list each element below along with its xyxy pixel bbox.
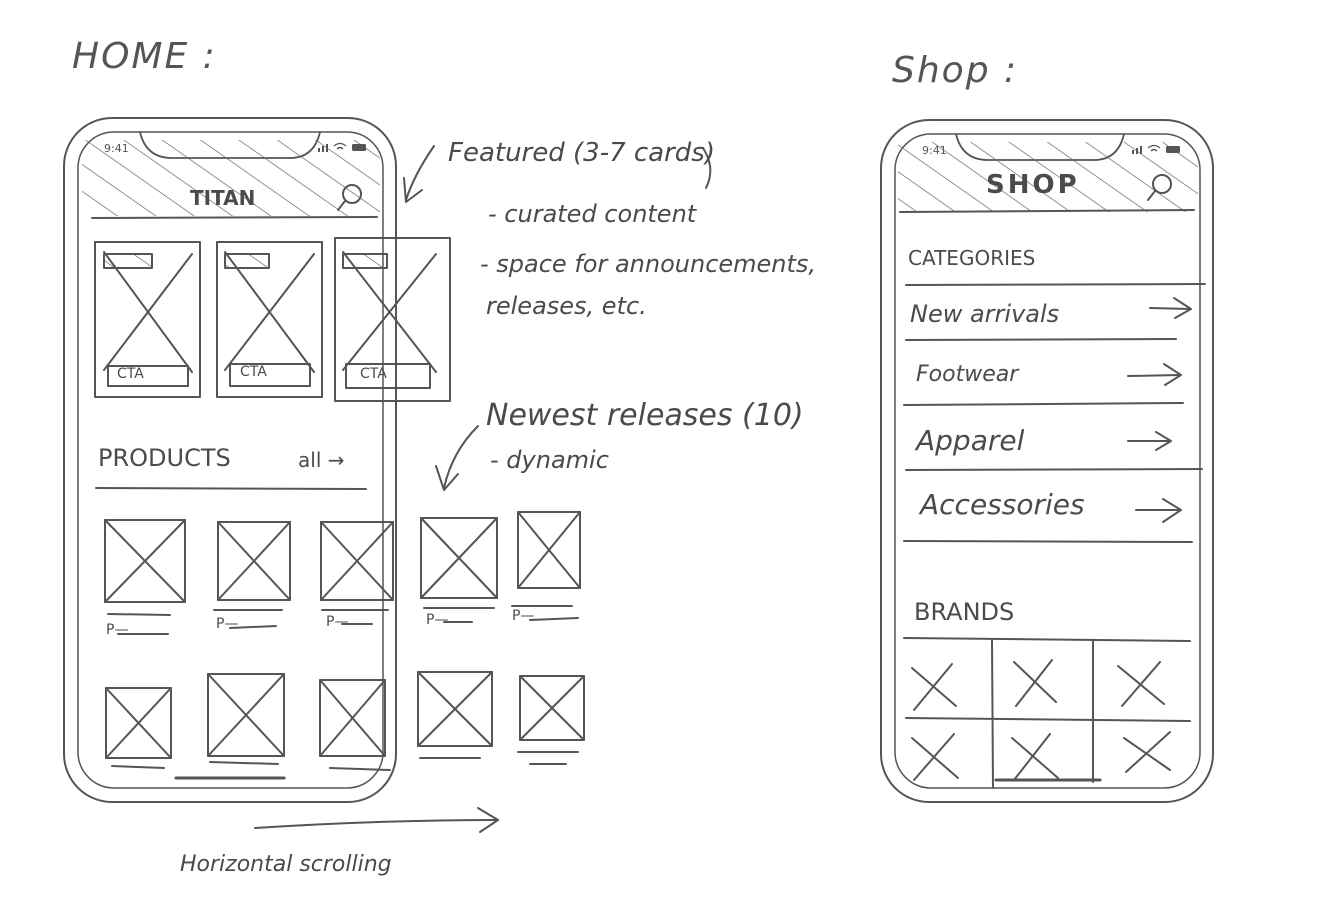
brands-header: BRANDS [914,598,1015,626]
category-row-divider [903,540,1193,543]
categories-header: CATEGORIES [908,246,1036,270]
search-icon[interactable] [1147,174,1172,201]
featured-annotation-line: - space for announcements, [480,250,817,278]
shop-screen-label: Shop : [892,50,1019,91]
battery-icon [352,144,1180,153]
category-item-new-arrivals[interactable]: New arrivals [910,300,1060,328]
featured-annotation-line: - curated content [488,200,697,228]
category-item-footwear[interactable]: Footwear [916,362,1019,387]
product-price: P— [106,622,129,638]
category-row-divider [905,468,1203,471]
shop-phone-frame [880,119,1214,803]
status-time: 9:41 [922,144,947,157]
brand-logo[interactable] [1117,661,1165,707]
wifi-icon [333,142,1161,152]
category-row-divider [905,338,1177,341]
featured-annotation-title: Featured (3-7 cards) [448,138,715,168]
newest-annotation-arrow [435,425,479,491]
products-header: PRODUCTS [98,444,231,472]
arrow-right-icon[interactable] [1127,431,1172,451]
home-header-divider [91,216,378,219]
cta-button[interactable]: CTA [117,366,144,382]
status-time: 9:41 [104,142,129,155]
category-row-divider [903,402,1184,406]
product-tile[interactable] [319,679,391,771]
arrow-right-icon[interactable] [1135,498,1182,523]
brand-logo[interactable] [1011,733,1059,781]
featured-card[interactable] [334,237,451,402]
cta-button[interactable]: CTA [240,364,267,380]
brands-grid [903,637,1191,789]
categories-divider [905,283,1206,286]
featured-card[interactable] [216,241,323,398]
search-icon[interactable] [337,184,362,211]
all-products-link[interactable]: all → [298,448,345,472]
product-price: P— [326,614,349,630]
product-tile[interactable] [517,675,585,765]
arrow-right-icon[interactable] [1149,297,1192,319]
home-header-hatch [82,140,380,216]
brand-logo[interactable] [1123,731,1171,773]
featured-annotation-arrow [403,145,712,203]
product-price: P— [426,612,449,628]
category-item-accessories[interactable]: Accessories [920,488,1085,521]
brand-logo[interactable] [911,733,959,781]
product-tile[interactable] [320,521,394,625]
arrow-right-icon[interactable] [1127,363,1182,386]
product-price: P— [216,616,239,632]
product-tile[interactable] [104,519,186,635]
product-tile[interactable] [417,671,493,759]
featured-annotation-line: releases, etc. [486,292,647,320]
cta-button[interactable]: CTA [360,366,387,382]
signal-icon [318,144,1142,154]
products-divider [95,487,367,490]
product-tile[interactable] [213,521,291,629]
category-item-apparel[interactable]: Apparel [916,424,1025,457]
home-screen-label: HOME : [72,36,217,77]
product-tile[interactable] [511,511,581,621]
shop-title: SHOP [986,170,1080,200]
app-title: TITAN [190,186,256,210]
brand-logo[interactable] [1013,659,1057,707]
brand-logo[interactable] [911,663,957,711]
product-tile[interactable] [105,687,172,769]
product-tile[interactable] [420,517,498,623]
product-tile[interactable] [207,673,285,765]
scroll-arrow [254,807,499,833]
shop-header-divider [899,209,1195,213]
featured-card[interactable] [94,241,201,398]
newest-annotation-title: Newest releases (10) [486,398,804,433]
newest-annotation-line: - dynamic [490,446,609,474]
product-price: P— [512,608,535,624]
scroll-annotation: Horizontal scrolling [180,852,392,877]
